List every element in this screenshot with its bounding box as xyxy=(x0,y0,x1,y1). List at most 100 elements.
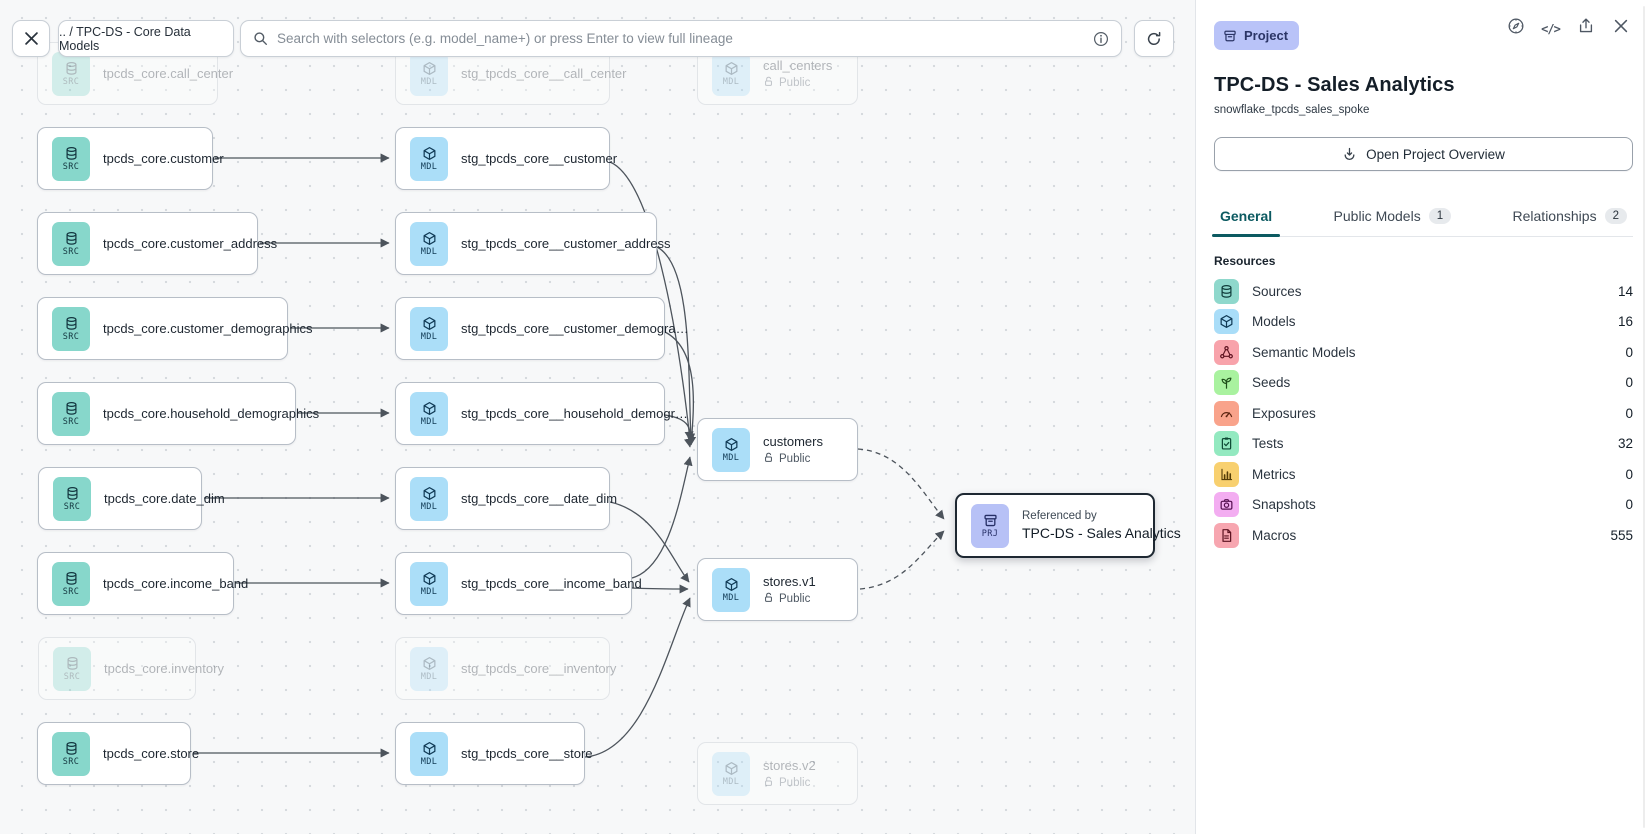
node-badge-label: MDL xyxy=(420,246,438,257)
cube-icon: MDL xyxy=(410,561,448,606)
close-button[interactable] xyxy=(1611,19,1630,38)
resource-label: Semantic Models xyxy=(1252,344,1356,360)
cube-icon: MDL xyxy=(712,51,750,96)
close-lineage-button[interactable] xyxy=(12,20,50,57)
tab-label: Relationships xyxy=(1512,208,1597,224)
node-label: tpcds_core.customer_address xyxy=(103,236,278,251)
search-input[interactable] xyxy=(277,31,1084,46)
source-node[interactable]: SRC tpcds_core.customer_demographics xyxy=(37,297,313,360)
breadcrumb[interactable]: .. / TPC-DS - Core Data Models xyxy=(58,20,234,57)
node-label: call_centers xyxy=(763,57,833,73)
node-badge-label: MDL xyxy=(722,452,740,463)
lock-open-icon xyxy=(763,452,774,466)
model-node[interactable]: MDL stg_tpcds_core__customer_demogra… xyxy=(395,297,689,360)
cube-icon: MDL xyxy=(410,731,448,776)
node-label: tpcds_core.inventory xyxy=(104,661,224,676)
node-access-label: Public xyxy=(779,76,811,89)
model-node[interactable]: MDL stg_tpcds_core__store xyxy=(395,722,593,785)
code-button[interactable]: </> xyxy=(1541,19,1561,38)
node-badge-label: MDL xyxy=(420,501,438,512)
lineage-edge xyxy=(584,597,691,758)
tab-count-badge: 1 xyxy=(1428,208,1452,224)
cube-icon: MDL xyxy=(410,476,448,521)
node-note: Referenced by xyxy=(1022,510,1097,522)
details-panel: </> Project TPC-DS - Sales Analytics sno… xyxy=(1195,0,1648,834)
node-access-label: Public xyxy=(779,452,811,465)
open-project-overview-button[interactable]: Open Project Overview xyxy=(1214,137,1633,171)
cube-icon: MDL xyxy=(410,391,448,436)
resource-count: 14 xyxy=(1617,283,1633,299)
info-icon[interactable] xyxy=(1093,31,1109,47)
archive-icon: PRJ xyxy=(971,503,1009,548)
refresh-button[interactable] xyxy=(1134,20,1174,57)
resource-count: 16 xyxy=(1617,314,1633,330)
tab-label: Public Models xyxy=(1333,208,1421,224)
node-access: Public xyxy=(763,776,816,790)
node-badge-label: MDL xyxy=(420,671,438,682)
node-label: stg_tpcds_core__customer_demogra… xyxy=(461,321,689,336)
node-label: tpcds_core.customer_demographics xyxy=(103,321,313,336)
node-label: stg_tpcds_core__customer xyxy=(461,151,618,166)
node-label: tpcds_core.household_demographics xyxy=(103,406,320,421)
model-node[interactable]: MDL stg_tpcds_core__date_dim xyxy=(395,467,618,530)
node-label: stg_tpcds_core__store xyxy=(461,746,593,761)
cube-icon: MDL xyxy=(410,646,448,691)
node-badge-label: SRC xyxy=(62,161,80,172)
node-label: stores.v2 xyxy=(763,757,816,773)
search-icon xyxy=(254,32,268,46)
node-label: customers xyxy=(763,433,823,449)
tab-general[interactable]: General xyxy=(1211,196,1281,237)
resource-count: 0 xyxy=(1625,405,1633,421)
panel-title: TPC-DS - Sales Analytics xyxy=(1214,74,1455,96)
share-button[interactable] xyxy=(1576,18,1595,38)
node-label: stores.v1 xyxy=(763,573,816,589)
node-badge-label: SRC xyxy=(62,76,80,87)
cross-project-edge xyxy=(859,530,945,590)
node-badge-label: PRJ xyxy=(981,528,999,539)
source-node[interactable]: SRC tpcds_core.customer_address xyxy=(37,212,278,275)
node-label: tpcds_core.income_band xyxy=(103,576,249,591)
node-label: stg_tpcds_core__date_dim xyxy=(461,491,618,506)
node-badge-label: SRC xyxy=(62,246,80,257)
node-badge-label: SRC xyxy=(62,331,80,342)
node-access: Public xyxy=(763,76,832,90)
cube-icon: MDL xyxy=(712,751,750,796)
file-icon xyxy=(1214,522,1239,548)
cube-icon xyxy=(1214,309,1239,335)
resource-count: 0 xyxy=(1625,466,1633,482)
cube-icon: MDL xyxy=(712,427,750,472)
lineage-edge xyxy=(609,161,694,441)
node-label: tpcds_core.call_center xyxy=(103,66,234,81)
lineage-edge xyxy=(631,584,689,594)
resources-heading: Resources xyxy=(1214,254,1276,268)
compass-button[interactable] xyxy=(1506,18,1525,38)
tab-public-models[interactable]: Public Models 1 xyxy=(1334,196,1452,236)
node-access-label: Public xyxy=(779,776,811,789)
cube-icon: MDL xyxy=(410,306,448,351)
camera-icon xyxy=(1214,492,1239,518)
cube-icon: MDL xyxy=(712,567,750,612)
